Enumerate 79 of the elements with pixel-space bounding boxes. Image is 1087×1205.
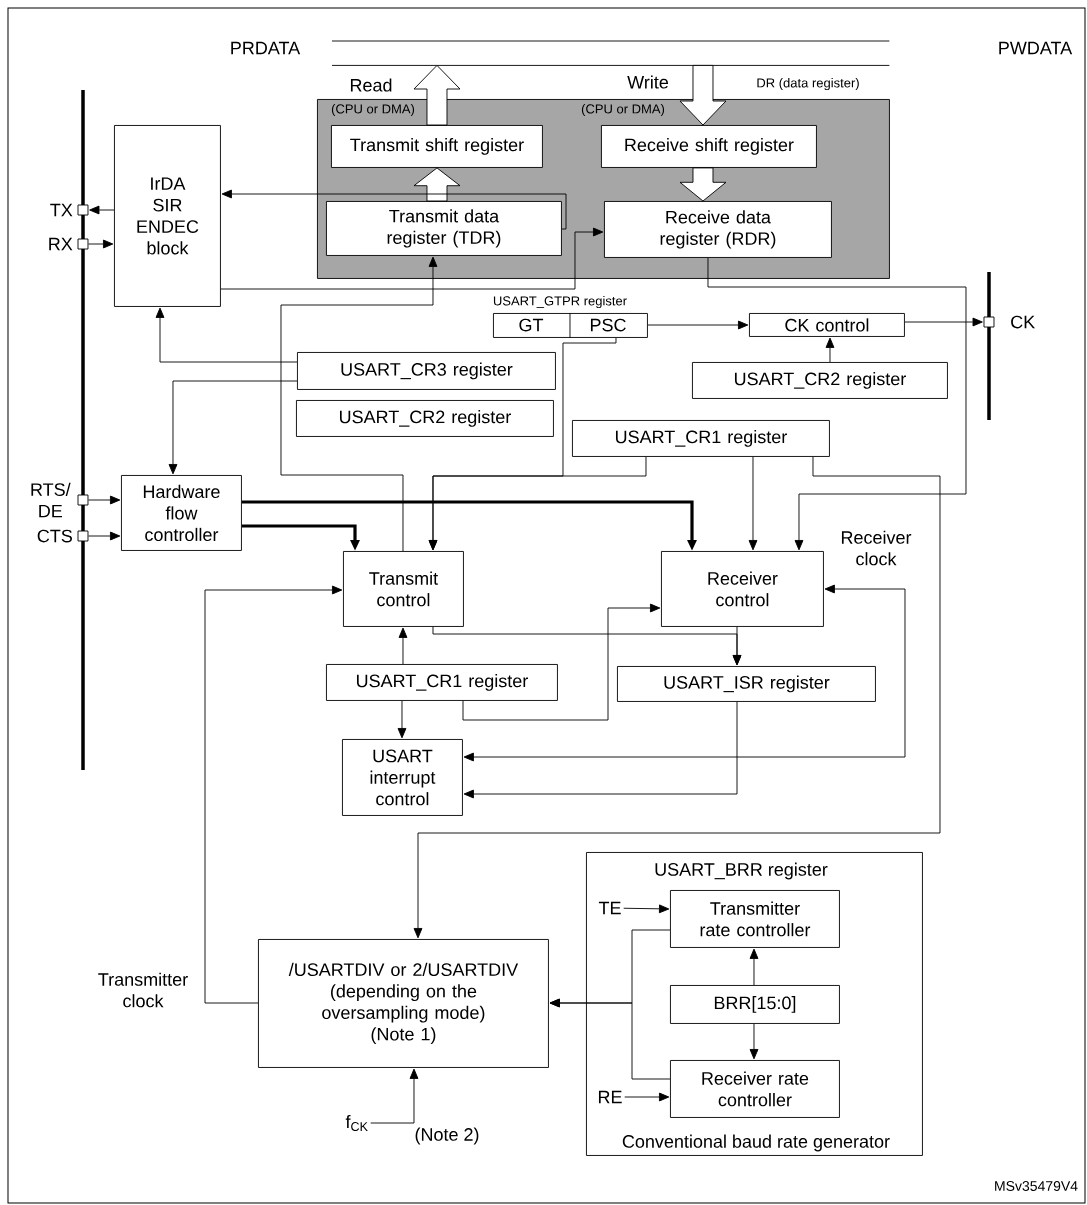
register-box: USART_CR1 register — [326, 664, 558, 701]
node-label: RTS/ DE — [31, 482, 71, 518]
arrow — [155, 307, 298, 363]
edge-label: (Note 2) — [413, 1126, 481, 1146]
arrow — [549, 998, 671, 1080]
edge-label: Read — [348, 77, 394, 93]
edge-label: Receiver clock — [829, 529, 923, 567]
control-box: Hardware flow controller — [121, 475, 242, 551]
register-box: USART_CR2 register — [296, 400, 554, 437]
node-label: CTS — [37, 529, 72, 543]
register-box: USART_CR1 register — [572, 420, 830, 457]
data-bus — [331, 40, 890, 66]
arrow — [428, 456, 647, 551]
register-box: BRR[15:0] — [670, 985, 840, 1024]
arrow — [624, 1092, 670, 1102]
arrow — [413, 456, 941, 939]
control-box: Receiver control — [661, 551, 824, 627]
control-box: CK control — [749, 313, 905, 337]
arrow — [88, 531, 121, 541]
control-box: Transmit control — [343, 551, 464, 627]
signal-label: RE — [598, 1090, 622, 1104]
pin-terminal: CTS — [37, 529, 89, 543]
encoder-block: IrDA SIR ENDEC block — [114, 125, 221, 307]
arrow — [623, 904, 670, 914]
arrow — [280, 256, 438, 552]
pin-terminal: CK — [983, 315, 1035, 329]
arrow — [220, 227, 604, 290]
register-box: USART_GTPR register GT PSC — [493, 295, 648, 339]
arrow — [88, 239, 114, 249]
block-arrow — [413, 64, 461, 126]
pin-terminal: RX — [49, 237, 89, 251]
pin-terminal: TX — [50, 203, 89, 217]
register-box: USART_CR3 register — [297, 352, 556, 390]
register-box: Receive data register (RDR) — [604, 201, 832, 258]
arrow — [397, 700, 407, 739]
edge-label: Write — [626, 74, 670, 90]
arrow — [221, 189, 567, 230]
register-box: Receive shift register — [601, 125, 817, 168]
arrow — [204, 585, 343, 1004]
edge-label: Transmitter clock — [84, 971, 202, 1009]
control-box: Receiver rate controller — [670, 1060, 840, 1118]
node-label: RX — [49, 237, 73, 251]
arrow — [88, 495, 121, 505]
signal-label: TE — [598, 901, 621, 915]
node-label: DR (data register) — [757, 77, 859, 91]
note-text: (CPU or DMA) — [581, 103, 665, 117]
arrow — [463, 584, 906, 762]
block-arrow — [679, 167, 727, 202]
arrow — [168, 380, 298, 475]
note-text: (CPU or DMA) — [331, 103, 415, 117]
signal-label: f$_{CK}$ — [345, 1115, 368, 1131]
arrow — [749, 948, 759, 986]
bus-label: PRDATA — [231, 41, 301, 55]
figure-id: MSv35479V4 — [995, 1181, 1078, 1191]
arrow — [904, 317, 983, 327]
arrow — [707, 257, 967, 551]
block-arrow — [679, 64, 727, 126]
arrow — [647, 320, 749, 330]
block-arrow — [413, 167, 461, 202]
register-box: Transmit shift register — [331, 125, 543, 168]
pin-terminal: RTS/ DE — [31, 482, 89, 518]
bus-label: PWDATA — [999, 41, 1073, 55]
node-label: USART_GTPR register — [493, 295, 627, 309]
register-box: USART_ISR register — [617, 666, 876, 702]
arrow — [398, 627, 408, 665]
arrow — [825, 337, 835, 363]
arrow — [89, 205, 115, 215]
control-box: Transmitter rate controller — [670, 890, 840, 948]
register-box: USART_CR2 register — [692, 362, 948, 399]
control-box: USART interrupt control — [342, 739, 463, 816]
arrow — [463, 701, 738, 799]
node-label: CK — [1011, 315, 1035, 329]
arrow — [732, 626, 742, 666]
arrow — [370, 1068, 419, 1124]
node-label: TX — [50, 203, 73, 217]
arrow — [748, 456, 758, 551]
arrow — [749, 1023, 759, 1060]
arrow — [462, 603, 661, 721]
register-box: Transmit data register (TDR) — [326, 201, 562, 256]
